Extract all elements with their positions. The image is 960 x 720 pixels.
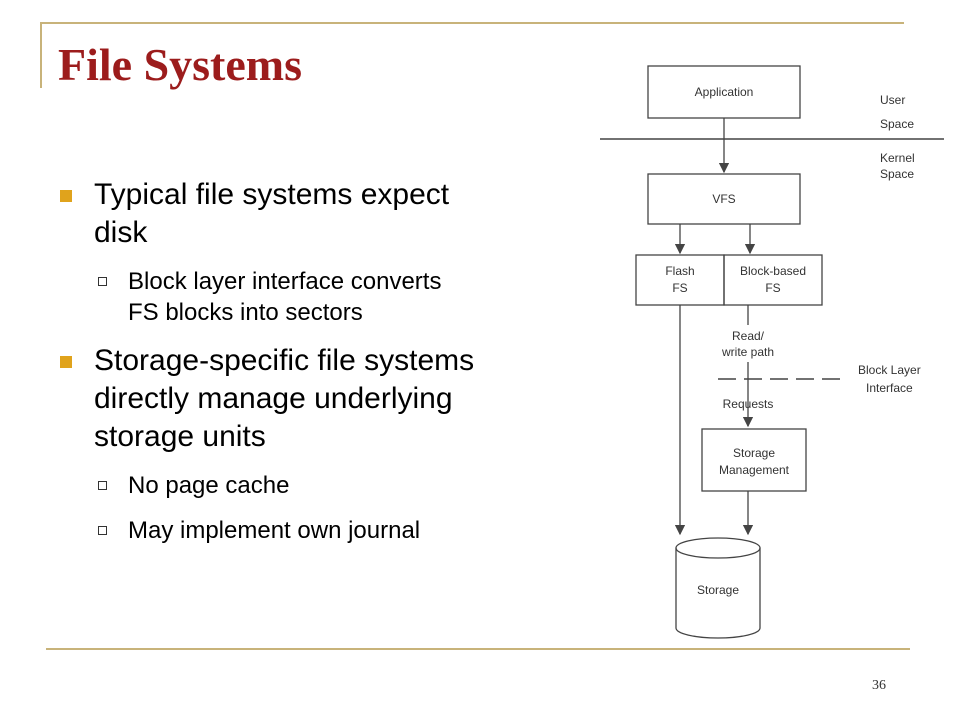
slide-title: File Systems	[58, 39, 303, 90]
sub-bullet-line: May implement own journal	[128, 517, 421, 544]
hollow-square-bullet-icon	[98, 481, 107, 490]
requests-label: Requests	[723, 397, 774, 411]
application-label: Application	[695, 85, 754, 99]
bullet-list: Typical file systems expect disk Block l…	[56, 176, 616, 560]
storage-label: Storage	[697, 583, 739, 597]
sub-bullet-item: May implement own journal	[56, 515, 616, 546]
bullet-item: Typical file systems expect disk	[56, 176, 616, 252]
bullet-line: Storage-specific file systems	[94, 344, 475, 377]
hollow-square-bullet-icon	[98, 526, 107, 535]
block-fs-box	[723, 254, 823, 306]
frame-left-rule	[40, 22, 42, 88]
storage-management-label-line2: Management	[719, 463, 790, 477]
hollow-square-bullet-icon	[98, 277, 107, 286]
vfs-label: VFS	[712, 192, 735, 206]
sub-bullet-item: Block layer interface converts FS blocks…	[56, 266, 616, 328]
user-space-label-line1: User	[880, 93, 905, 107]
storage-cylinder-top	[675, 537, 761, 559]
storage-management-label-line1: Storage	[733, 446, 775, 460]
flash-fs-box	[635, 254, 725, 306]
frame-bottom-rule	[46, 648, 910, 650]
user-space-label-line2: Space	[880, 117, 914, 131]
sub-bullet-line: FS blocks into sectors	[128, 299, 363, 326]
kernel-space-label-line1: Kernel	[880, 151, 915, 165]
storage-management-box	[701, 428, 807, 492]
block-fs-label-line2: FS	[765, 281, 780, 295]
kernel-space-label-line2: Space	[880, 167, 914, 181]
bullet-item: Storage-specific file systems directly m…	[56, 342, 616, 456]
sub-bullet-line: No page cache	[128, 472, 290, 499]
block-layer-label-line1: Block Layer	[858, 363, 921, 377]
frame-top-rule	[40, 22, 904, 24]
page-number: 36	[872, 678, 886, 693]
flash-fs-label-line2: FS	[672, 281, 687, 295]
block-layer-label-line2: Interface	[866, 381, 913, 395]
vfs-box	[647, 173, 801, 225]
square-bullet-icon	[60, 190, 72, 202]
sub-bullet-item: No page cache	[56, 470, 616, 501]
filesystem-architecture-diagram: Application User Space Kernel Space VFS …	[600, 65, 944, 639]
square-bullet-icon	[60, 356, 72, 368]
bullet-line: Typical file systems expect	[94, 178, 450, 211]
flash-fs-label-line1: Flash	[665, 264, 694, 278]
storage-cylinder-body	[675, 548, 761, 639]
read-write-label-line2: write path	[721, 345, 774, 359]
bullet-line: directly manage underlying	[94, 382, 453, 415]
read-write-label-line1: Read/	[732, 329, 765, 343]
bullet-line: storage units	[94, 420, 266, 453]
bullet-line: disk	[94, 216, 148, 249]
sub-bullet-line: Block layer interface converts	[128, 268, 442, 295]
block-fs-label-line1: Block-based	[740, 264, 806, 278]
